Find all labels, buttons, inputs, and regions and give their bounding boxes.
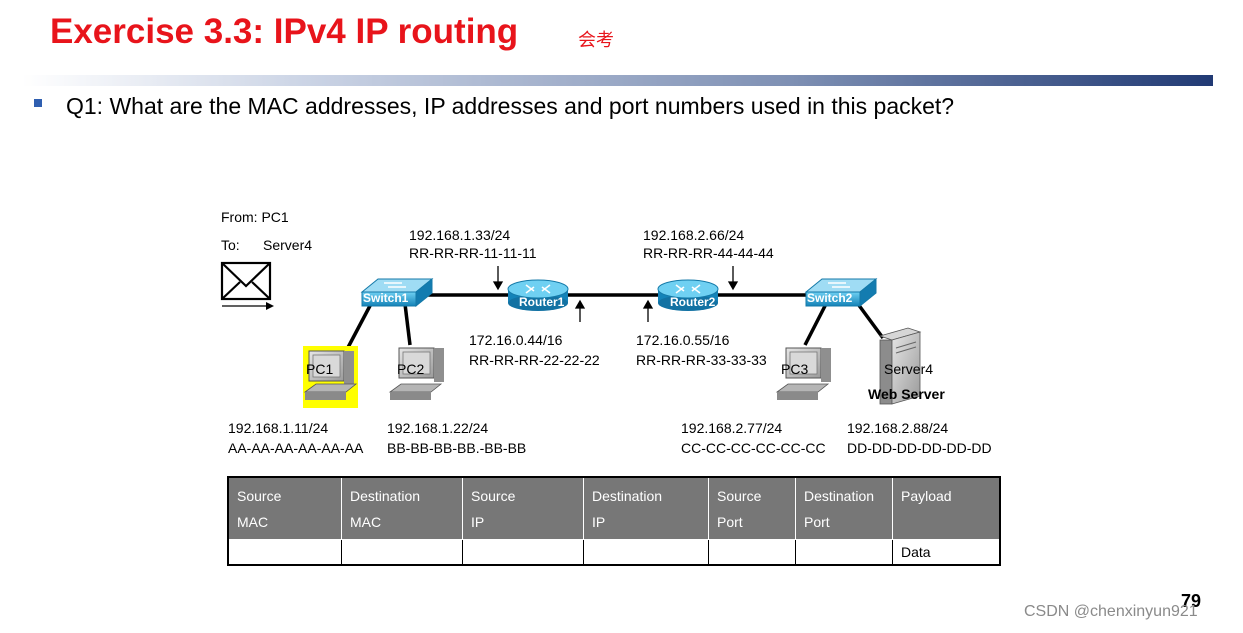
table-cell[interactable]: [227, 539, 342, 566]
router1-icon: [507, 279, 569, 311]
pc2-ip: 192.168.1.22/24: [387, 420, 489, 436]
page-number: 79: [1181, 591, 1202, 611]
router1-right-ip: 172.16.0.44/16: [469, 332, 563, 348]
bullet-icon: [34, 99, 42, 107]
router2-label: Router2: [670, 295, 716, 309]
table-cell[interactable]: [795, 539, 893, 566]
switch1-label: Switch1: [363, 291, 409, 305]
server4-label: Server4: [884, 361, 934, 377]
table-cell[interactable]: [462, 539, 584, 566]
router2-right-mac: RR-RR-RR-44-44-44: [643, 245, 774, 261]
server-mac: DD-DD-DD-DD-DD-DD: [847, 440, 992, 456]
pc2-mac: BB-BB-BB-BB.-BB-BB: [387, 440, 527, 456]
envelope-icon: [220, 261, 274, 310]
pc2-label: PC2: [397, 361, 425, 377]
pc1-label: PC1: [306, 361, 334, 377]
table-cell[interactable]: [583, 539, 709, 566]
switch1-icon: [360, 277, 434, 308]
pc3-mac: CC-CC-CC-CC-CC-CC: [681, 440, 826, 456]
table-cell: Data: [892, 539, 1001, 566]
question-text: Q1: What are the MAC addresses, IP addre…: [66, 93, 955, 119]
to-target: Server4: [263, 237, 313, 253]
title-underline-bar: [22, 75, 1213, 86]
router1-left-ip: 192.168.1.33/24: [409, 227, 511, 243]
table-cell[interactable]: [341, 539, 463, 566]
server-role-label: Web Server: [868, 386, 945, 402]
link-switch1-pc2: [403, 303, 412, 346]
router1-left-mac: RR-RR-RR-11-11-11: [409, 245, 537, 261]
interface-arrows: [492, 266, 739, 322]
network-links: [342, 293, 885, 356]
pc1-mac: AA-AA-AA-AA-AA-AA: [228, 440, 364, 456]
to-prefix: To:: [221, 237, 240, 253]
slide-title: Exercise 3.3: IPv4 IP routing: [50, 12, 519, 51]
router1-right-mac: RR-RR-RR-22-22-22: [469, 352, 600, 368]
pc2-icon: [388, 347, 444, 400]
table-cell[interactable]: [708, 539, 796, 566]
pc3-icon: [775, 347, 831, 400]
table-header-cell: Payload: [892, 476, 1001, 540]
router1-label: Router1: [519, 295, 565, 309]
watermark-text: CSDN @chenxinyun921: [1024, 603, 1198, 620]
server-icon: [878, 327, 922, 405]
pc1-ip: 192.168.1.11/24: [228, 420, 329, 436]
router2-left-mac: RR-RR-RR-33-33-33: [636, 352, 767, 368]
pc1-icon: [303, 346, 358, 408]
switch2-icon: [804, 277, 878, 308]
link-switch2-pc3: [803, 303, 828, 346]
server-ip: 192.168.2.88/24: [847, 420, 949, 436]
title-annotation: 会考: [578, 30, 614, 51]
pc3-label: PC3: [781, 361, 809, 377]
router2-right-ip: 192.168.2.66/24: [643, 227, 745, 243]
link-switch2-server4: [856, 302, 885, 340]
from-label: From: PC1: [221, 209, 289, 225]
pc3-ip: 192.168.2.77/24: [681, 420, 783, 436]
router2-left-ip: 172.16.0.55/16: [636, 332, 730, 348]
switch2-label: Switch2: [807, 291, 853, 305]
table-row: Data: [227, 539, 1001, 566]
router2-icon: [657, 279, 719, 311]
